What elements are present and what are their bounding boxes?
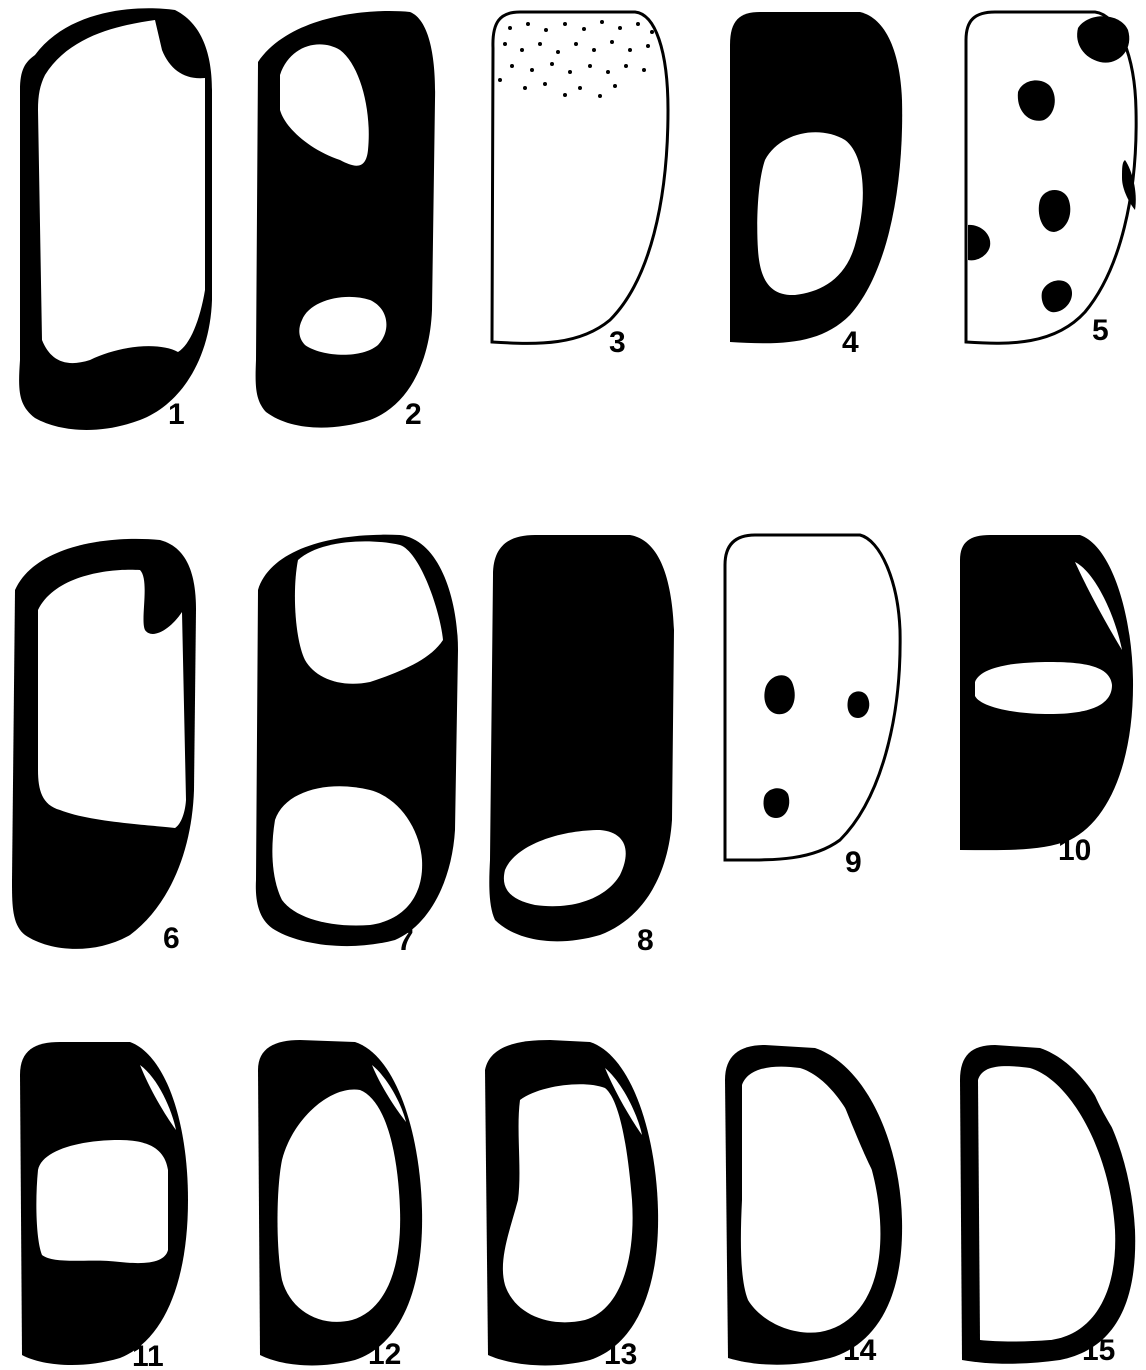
figure-9-label: 9 bbox=[845, 846, 862, 879]
figure-3 bbox=[492, 12, 668, 343]
figure-9 bbox=[725, 535, 900, 860]
figure-14-label: 14 bbox=[843, 1334, 877, 1367]
figure-13 bbox=[485, 1040, 658, 1365]
figure-14 bbox=[725, 1045, 902, 1365]
figure-10-label: 10 bbox=[1058, 834, 1091, 867]
figure-13-label: 13 bbox=[604, 1338, 637, 1370]
figure-1-label: 1 bbox=[168, 398, 185, 431]
figure-6-label: 6 bbox=[163, 922, 180, 955]
figure-10 bbox=[960, 535, 1133, 850]
figure-11 bbox=[20, 1042, 188, 1365]
figure-7 bbox=[256, 535, 458, 946]
figure-9-body bbox=[725, 535, 900, 860]
figure-12 bbox=[258, 1040, 422, 1365]
figure-15-label: 15 bbox=[1082, 1334, 1115, 1367]
figure-5 bbox=[966, 12, 1136, 343]
figure-3-body bbox=[492, 12, 668, 343]
figure-12-label: 12 bbox=[368, 1338, 401, 1370]
figure-1 bbox=[19, 8, 212, 430]
figure-5-label: 5 bbox=[1092, 314, 1109, 347]
figure-7-label: 7 bbox=[397, 924, 414, 957]
figure-10-window bbox=[975, 662, 1112, 714]
figure-11-window bbox=[36, 1140, 168, 1263]
figure-4 bbox=[730, 12, 902, 343]
figure-2 bbox=[256, 11, 436, 428]
figure-6 bbox=[12, 539, 196, 949]
figure-4-label: 4 bbox=[842, 326, 859, 359]
figure-2-label: 2 bbox=[405, 398, 422, 431]
figure-8 bbox=[489, 535, 674, 941]
figure-15 bbox=[960, 1045, 1135, 1364]
figure-13-window bbox=[503, 1084, 633, 1322]
figure-3-label: 3 bbox=[609, 326, 626, 359]
figure-8-label: 8 bbox=[637, 924, 654, 957]
figure-11-label: 11 bbox=[132, 1340, 164, 1370]
